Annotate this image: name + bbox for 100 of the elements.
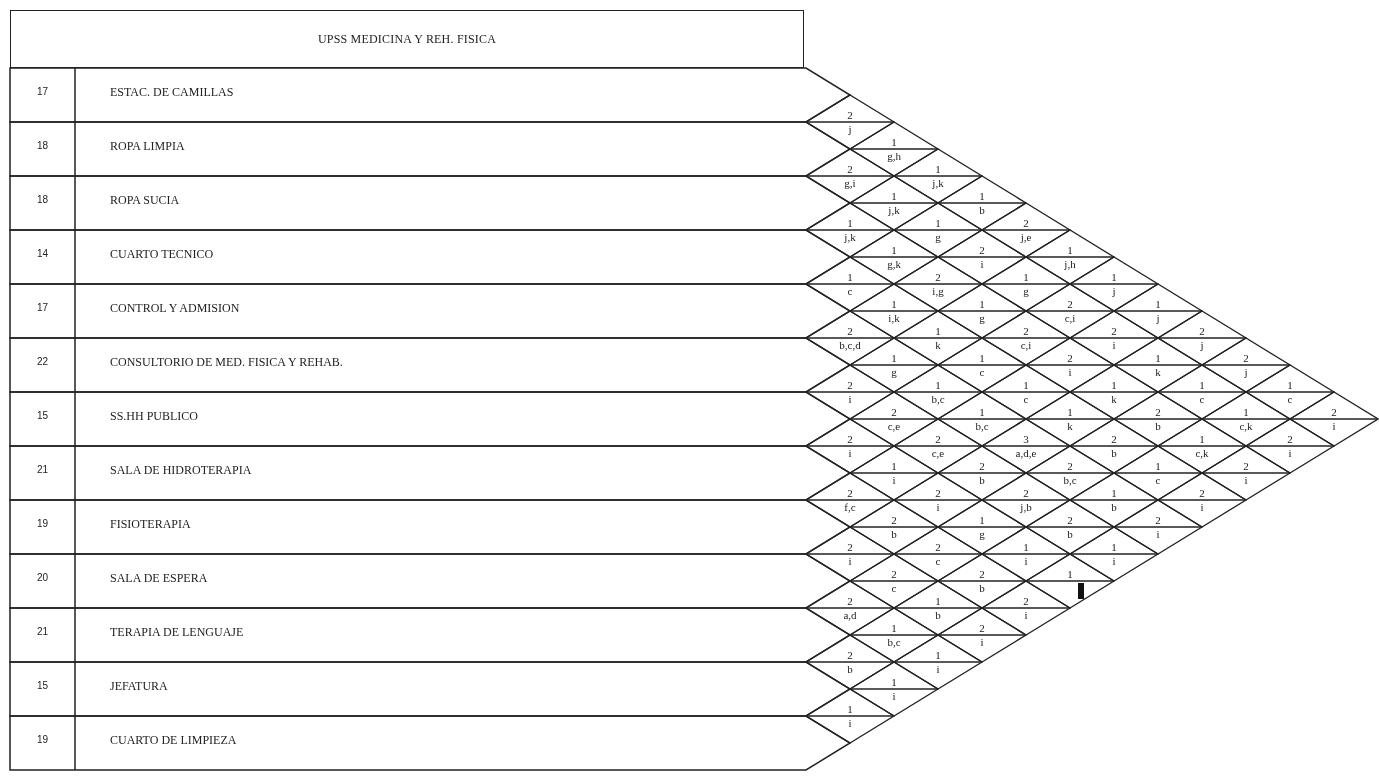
room-name: CONSULTORIO DE MED. FISICA Y REHAB.	[110, 355, 343, 370]
relation-score: 2	[847, 325, 853, 337]
room-row	[10, 716, 850, 770]
relation-code: i	[1244, 474, 1248, 486]
relation-score: 2	[935, 271, 941, 283]
area-value: 21	[35, 626, 50, 637]
relation-code: b	[979, 474, 985, 486]
relation-diamond	[806, 365, 894, 419]
relation-code: i	[848, 447, 852, 459]
room-name: SALA DE ESPERA	[110, 571, 208, 586]
relation-code: c	[1155, 474, 1161, 486]
relation-code: b,c	[887, 636, 901, 648]
relation-score: 1	[891, 136, 897, 148]
room-name: FISIOTERAPIA	[110, 517, 191, 532]
relation-score: 1	[1111, 487, 1117, 499]
relation-code: i	[1112, 339, 1116, 351]
relation-score: 2	[1067, 460, 1073, 472]
relation-diamond	[1026, 554, 1114, 608]
relation-score: 2	[979, 244, 985, 256]
relation-score: 2	[1111, 325, 1117, 337]
relation-diamond	[1158, 473, 1246, 527]
relation-score: 1	[1155, 352, 1161, 364]
area-value: 17	[35, 302, 50, 313]
relation-code: i	[848, 393, 852, 405]
relation-score: 2	[979, 622, 985, 634]
relation-score: 2	[1243, 352, 1249, 364]
area-value: 21	[35, 464, 50, 475]
relation-score: 1	[935, 325, 941, 337]
relation-code: i	[1068, 366, 1072, 378]
relation-score: 1	[891, 190, 897, 202]
relation-score: 2	[1067, 298, 1073, 310]
relation-score: 1	[979, 514, 985, 526]
relation-score: 2	[847, 649, 853, 661]
relation-code: c,i	[1064, 312, 1076, 324]
relation-score: 1	[935, 595, 941, 607]
relation-code: c,e	[887, 420, 901, 432]
relation-diamond	[806, 473, 894, 527]
relation-code: i	[980, 636, 984, 648]
relation-code: c	[979, 366, 985, 378]
area-value: 18	[35, 140, 50, 151]
relation-score: 1	[1199, 379, 1205, 391]
relation-score: 1	[979, 298, 985, 310]
relation-code: c,i	[1020, 339, 1032, 351]
relation-code: i	[848, 717, 852, 729]
relation-code: f,c	[844, 501, 856, 513]
relation-score: 2	[847, 595, 853, 607]
room-name: CUARTO TECNICO	[110, 247, 214, 262]
relation-score: 1	[847, 703, 853, 715]
relation-score: 2	[1111, 433, 1117, 445]
relation-score: 1	[891, 244, 897, 256]
relation-code: b,c,d	[839, 339, 861, 351]
relation-code: i,k	[888, 312, 900, 324]
relation-code: g,i	[844, 177, 856, 189]
relation-score: 2	[1023, 487, 1029, 499]
relation-score: 2	[1023, 595, 1029, 607]
relation-code: b,c	[931, 393, 945, 405]
relation-score: 2	[979, 568, 985, 580]
room-name: JEFATURA	[110, 679, 168, 694]
relation-code: b	[1111, 501, 1117, 513]
relation-code: i	[892, 474, 896, 486]
relation-score: 1	[1199, 433, 1205, 445]
area-value: 18	[35, 194, 50, 205]
relation-code: i	[892, 690, 896, 702]
relation-score: 2	[847, 541, 853, 553]
room-row	[10, 68, 850, 122]
relation-score: 1	[891, 622, 897, 634]
relation-score: 2	[1243, 460, 1249, 472]
relation-score: 1	[1111, 379, 1117, 391]
area-value: 17	[35, 86, 50, 97]
relation-score: 1	[1155, 298, 1161, 310]
room-name: ESTAC. DE CAMILLAS	[110, 85, 234, 100]
area-value: 15	[35, 680, 50, 691]
relation-score: 2	[1023, 325, 1029, 337]
relation-code: k	[1155, 366, 1161, 378]
relation-score: 2	[935, 433, 941, 445]
relation-code: k	[935, 339, 941, 351]
relation-score: 2	[847, 487, 853, 499]
relation-code: j	[1112, 285, 1116, 297]
room-name: TERAPIA DE LENGUAJE	[110, 625, 244, 640]
table-title: UPSS MEDICINA Y REH. FISICA	[317, 31, 497, 47]
relation-score: 1	[1111, 541, 1117, 553]
relation-code: i	[1112, 555, 1116, 567]
relation-score: 1	[935, 379, 941, 391]
relation-score: 2	[935, 541, 941, 553]
area-value: 14	[35, 248, 50, 259]
relation-score: 1	[1023, 379, 1029, 391]
relation-code: g	[1023, 285, 1029, 297]
relation-code: i	[1024, 609, 1028, 621]
relation-code: j,h	[1064, 258, 1076, 270]
relation-code: j,k	[844, 231, 856, 243]
relation-score: 2	[847, 379, 853, 391]
relation-diamond	[806, 581, 894, 635]
relation-code: b	[935, 609, 941, 621]
room-name: SS.HH PUBLICO	[110, 409, 199, 424]
relation-code: b	[847, 663, 853, 675]
relation-code: i	[1024, 555, 1028, 567]
relation-diamond	[1290, 392, 1378, 446]
relation-score: 2	[1023, 217, 1029, 229]
relation-code: c	[1023, 393, 1029, 405]
relation-code: a,d	[843, 609, 857, 621]
